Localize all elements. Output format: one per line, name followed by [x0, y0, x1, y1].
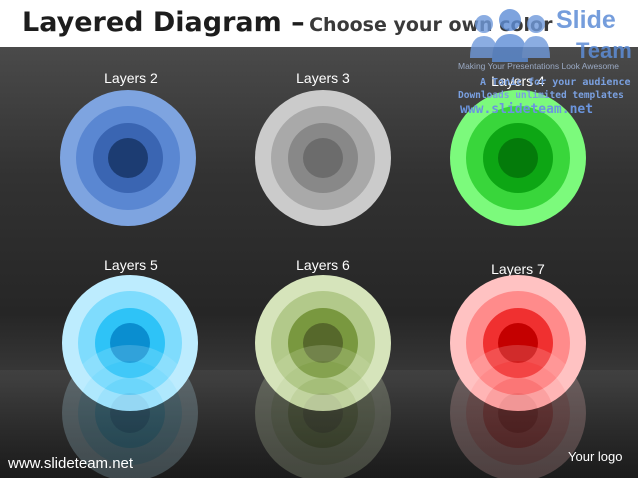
reflection-ring — [110, 393, 150, 433]
target-layers-7 — [450, 275, 586, 411]
center-ring — [498, 323, 538, 363]
center-ring — [303, 138, 343, 178]
reflection-ring — [271, 361, 375, 465]
reflection-ring — [288, 378, 358, 448]
center-ring — [498, 138, 538, 178]
slideteam-watermark: Slide Team Making Your Presentations Loo… — [458, 4, 634, 117]
brand-team: Team — [576, 38, 632, 63]
target-layers-4 — [450, 90, 586, 226]
target-layers-5 — [62, 275, 198, 411]
target-label-layers-2: Layers 2 — [104, 70, 158, 86]
target-label-layers-6: Layers 6 — [296, 257, 350, 273]
target-layers-2 — [60, 90, 196, 226]
target-label-layers-3: Layers 3 — [296, 70, 350, 86]
footer-logo-placeholder: Your logo — [568, 449, 623, 464]
reflection-ring — [483, 378, 553, 448]
reflection-ring — [498, 393, 538, 433]
slide-title: Layered Diagram – Choose your own color — [22, 2, 552, 48]
reflection-ring — [78, 361, 182, 465]
reflection-layers-6 — [255, 345, 391, 478]
reflection-layers-7 — [450, 345, 586, 478]
target-label-layers-7: Layers 7 — [491, 261, 545, 277]
center-ring — [303, 323, 343, 363]
brand-tagline: Making Your Presentations Look Awesome — [458, 61, 619, 71]
watermark-url: www.slideteam.net — [460, 102, 594, 117]
center-ring — [108, 138, 148, 178]
people-icon — [470, 9, 550, 62]
reflection-ring — [303, 393, 343, 433]
reflection-ring — [466, 361, 570, 465]
center-ring — [110, 323, 150, 363]
reflection-ring — [95, 378, 165, 448]
target-label-layers-4: Layers 4 — [491, 73, 545, 89]
title-main: Layered Diagram – — [22, 7, 305, 38]
brand-slide: Slide — [556, 6, 616, 34]
reflection-layers-5 — [62, 345, 198, 478]
target-layers-6 — [255, 275, 391, 411]
reflection-ring — [450, 345, 586, 478]
target-label-layers-5: Layers 5 — [104, 257, 158, 273]
reflection-ring — [255, 345, 391, 478]
footer-url[interactable]: www.slideteam.net — [8, 455, 134, 472]
reflection-ring — [62, 345, 198, 478]
watermark-line-2: Downloads unlimited templates — [458, 90, 624, 101]
target-layers-3 — [255, 90, 391, 226]
watermark-line-1: A Tonic for your audience — [480, 77, 631, 88]
